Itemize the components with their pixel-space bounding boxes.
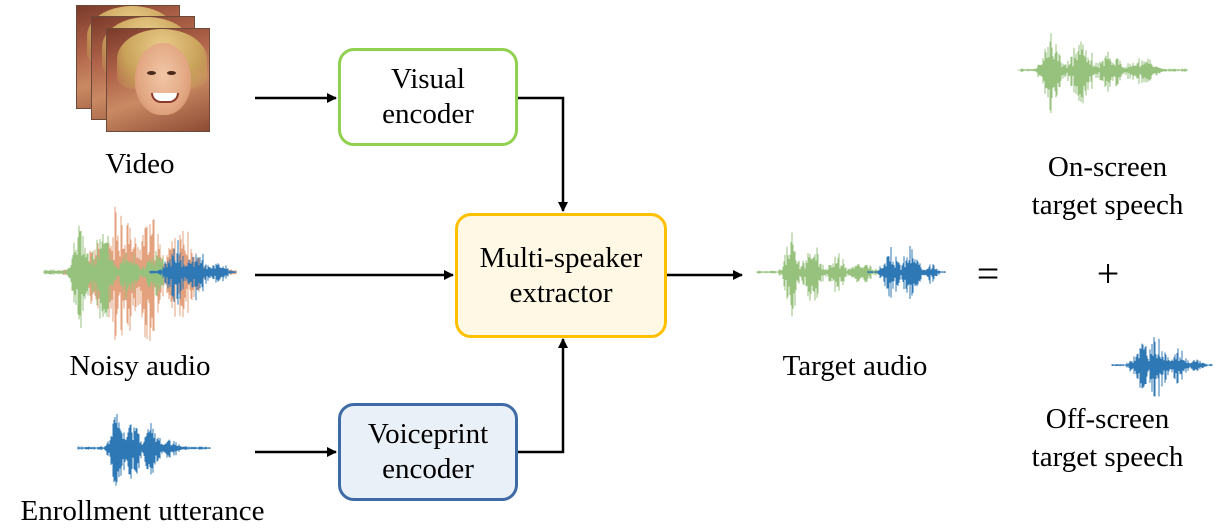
target-audio-label: Target audio [782, 350, 928, 382]
voiceprint-encoder-block: Voiceprint encoder [338, 403, 518, 501]
arrow-visual-encoder-to-extractor [517, 96, 568, 212]
voiceprint-encoder-line2: encoder [382, 453, 474, 485]
noisy-audio-waveform [43, 206, 237, 341]
target-audio-waveform-onscreen [756, 232, 881, 317]
visual-encoder-block: Visual encoder [338, 48, 518, 146]
extractor-line1: Multi-speaker [479, 241, 643, 274]
extractor-line2: extractor [509, 276, 613, 309]
on-screen-label-line2: target speech [1031, 189, 1184, 221]
video-frame-front [106, 28, 210, 132]
multi-speaker-extractor-block: Multi-speaker extractor [455, 213, 667, 338]
on-screen-label-line1: On-screen [1047, 151, 1168, 183]
visual-encoder-line1: Visual [391, 63, 465, 95]
video-label: Video [105, 148, 175, 180]
noisy-audio-label: Noisy audio [69, 350, 211, 382]
equals-sign: = [976, 251, 1000, 296]
noisy-audio-waveform-offscreen [149, 240, 237, 305]
on-screen-speech-waveform [1017, 33, 1188, 114]
enrollment-utterance-label: Enrollment utterance [20, 495, 265, 527]
off-screen-label-line2: target speech [1031, 441, 1184, 473]
on-screen-target-speech-label: On-screen target speech [1000, 148, 1215, 224]
off-screen-speech-waveform [1111, 337, 1213, 397]
voiceprint-encoder-line1: Voiceprint [367, 418, 489, 450]
enrollment-waveform [77, 414, 211, 486]
off-screen-label-line1: Off-screen [1045, 403, 1170, 435]
target-audio-waveform-offscreen [867, 245, 946, 299]
plus-sign: + [1096, 251, 1120, 296]
arrow-voiceprint-encoder-to-extractor [517, 338, 568, 454]
target-audio-waveform [756, 232, 946, 317]
off-screen-target-speech-label: Off-screen target speech [1000, 400, 1215, 476]
visual-encoder-line2: encoder [382, 98, 474, 130]
